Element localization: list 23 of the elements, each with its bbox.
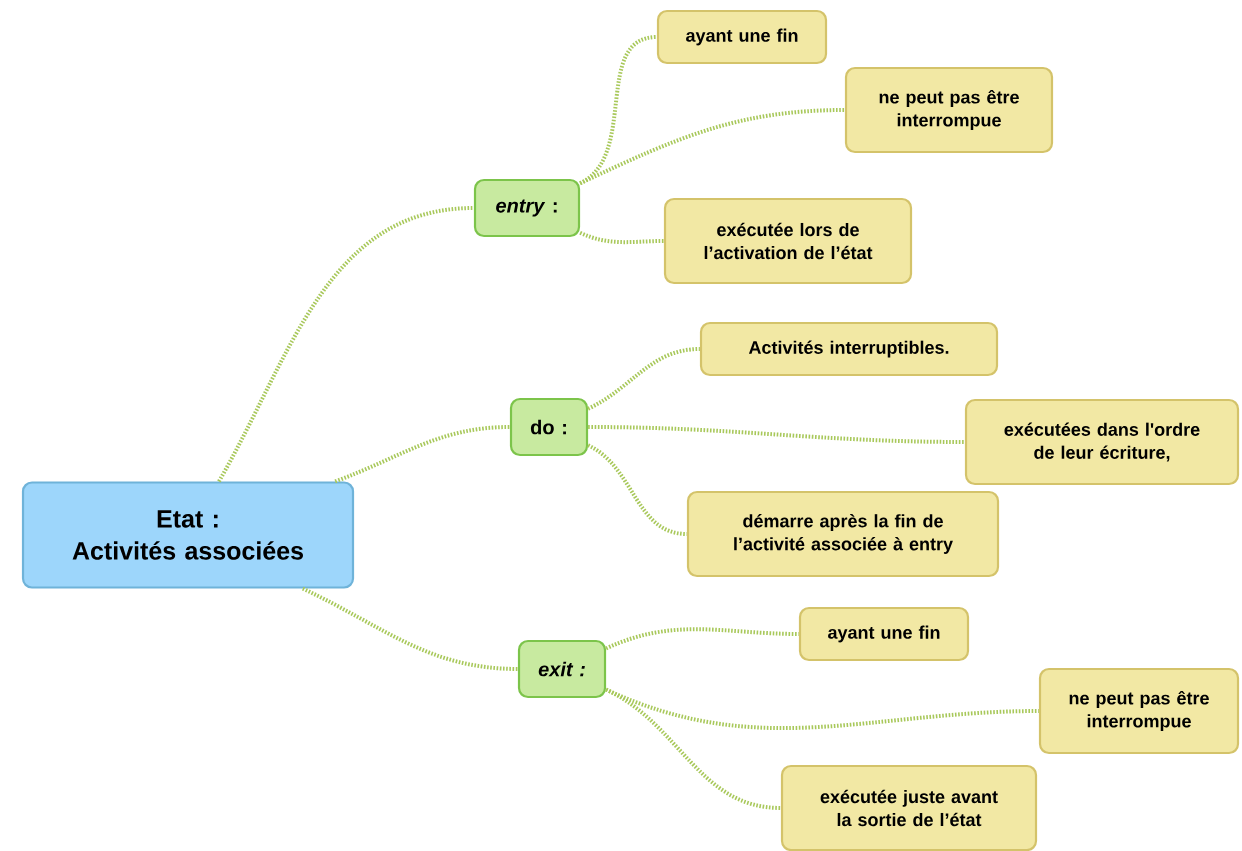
idea-box: ayant une fin: [656, 9, 828, 65]
idea-box: ayant une fin: [798, 606, 970, 662]
connector: [605, 627, 799, 651]
idea-box: exécutée lors de l’activation de l’état: [663, 197, 913, 285]
connector: [587, 347, 701, 411]
connector: [334, 425, 510, 484]
connector: [217, 206, 475, 483]
connector: [579, 108, 845, 186]
connector: [588, 425, 965, 444]
branch-box: entry :: [473, 178, 581, 238]
topic-box: Etat : Activités associées: [21, 481, 355, 589]
idea-box: démarre après la fin de l’activité associée à entry: [686, 490, 1000, 578]
branch-box: exit :: [517, 639, 607, 699]
connector: [301, 586, 518, 671]
connector: [605, 687, 782, 810]
idea-box: ne peut pas être interrompue: [1038, 667, 1240, 755]
idea-box: Activités interruptibles.: [699, 321, 999, 377]
idea-box: exécutées dans l'ordre de leur écriture,: [964, 398, 1240, 486]
connector: [587, 443, 688, 536]
idea-box: exécutée juste avant la sortie de l’état: [780, 764, 1038, 851]
branch-box: do :: [509, 397, 589, 457]
connector: [579, 230, 664, 245]
idea-box: ne peut pas être interrompue: [844, 66, 1054, 154]
